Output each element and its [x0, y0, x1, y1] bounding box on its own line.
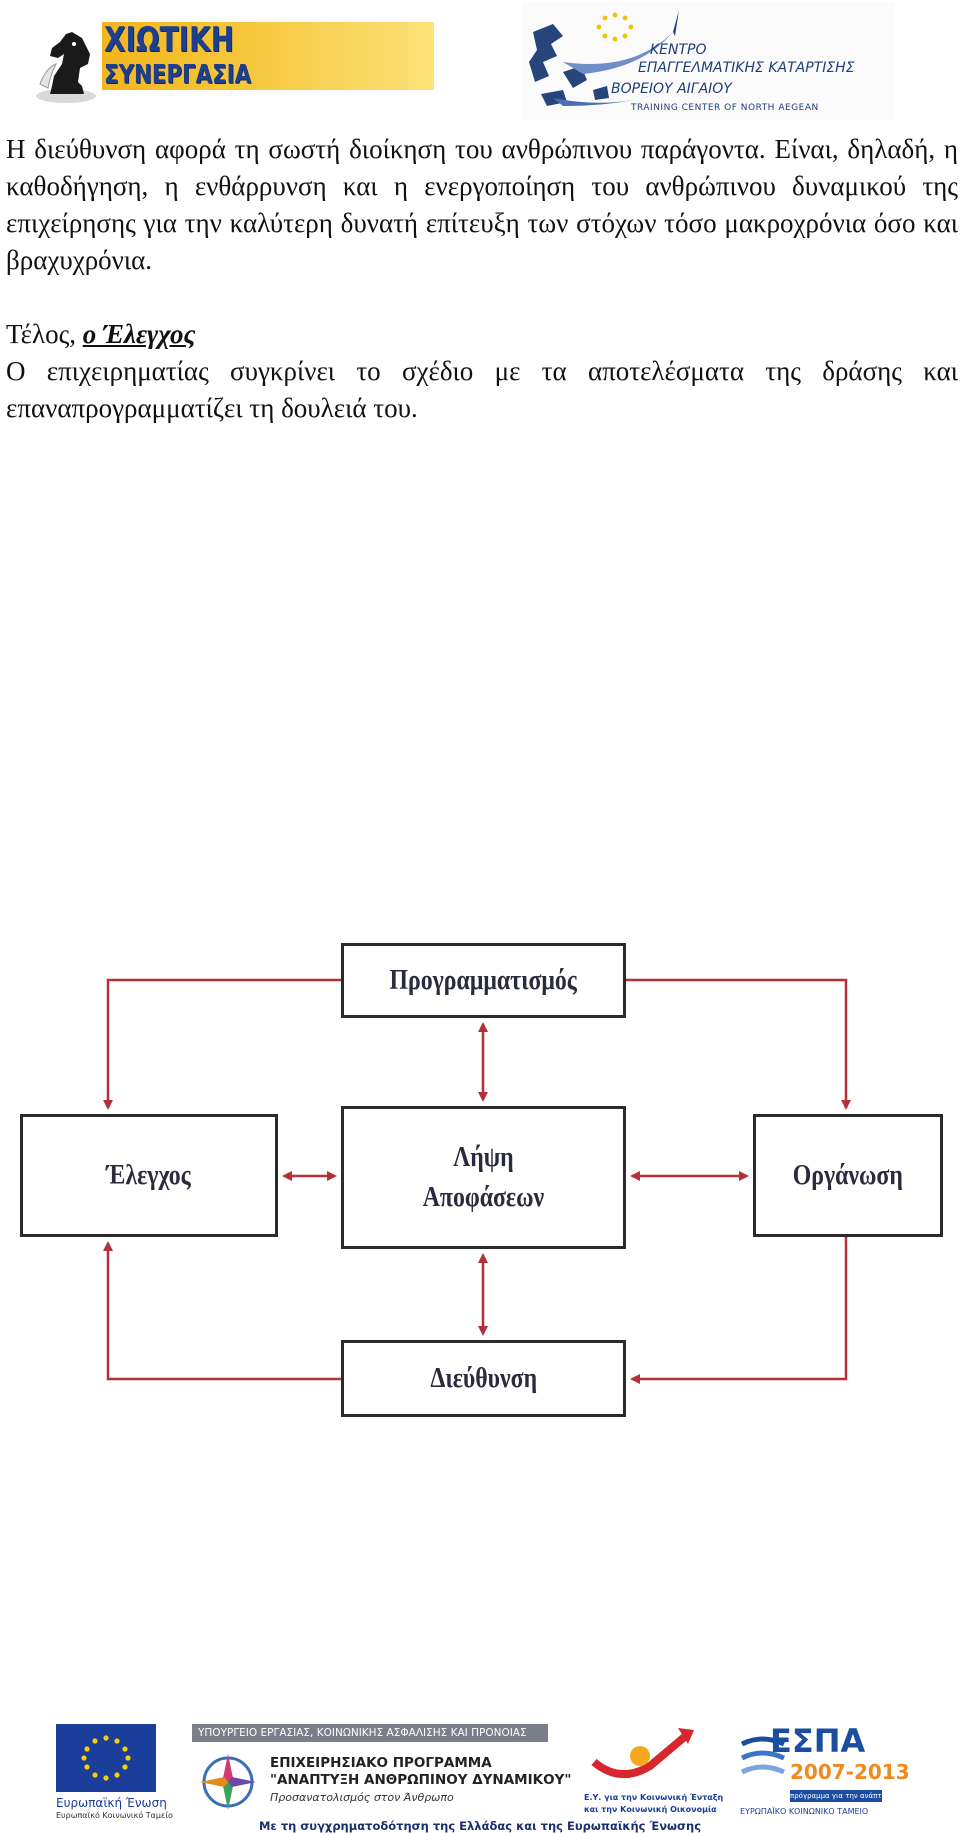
control-heading-subject: ο Έλεγχος	[82, 319, 196, 349]
direction-box: Διεύθυνση	[341, 1340, 626, 1417]
center-line-4: TRAINING CENTER OF NORTH AEGEAN	[631, 103, 819, 113]
op-line-3: Προσανατολισμός στον Άνθρωπο	[270, 1791, 454, 1804]
espa-title: ΕΣΠΑ	[770, 1722, 866, 1760]
footer-funding-logos: Ευρωπαϊκή Ένωση Ευρωπαϊκό Κοινωνικό Ταμε…	[0, 1710, 960, 1833]
espa-years: 2007-2013	[790, 1760, 910, 1784]
chiotiki-synergasia-logo: ΧΙΩΤΙΚΗ ΣΥΝΕΡΓΑΣΙΑ	[32, 14, 437, 103]
social-inclusion-logo-icon	[591, 1728, 694, 1779]
control-box: Έλεγχος	[20, 1114, 278, 1237]
op-line-1: ΕΠΙΧΕΙΡΗΣΙΑΚΟ ΠΡΟΓΡΑΜΜΑ	[270, 1755, 492, 1771]
center-line-3: ΒΟΡΕΙΟΥ ΑΙΓΑΙΟΥ	[611, 81, 732, 97]
arrow-direction-to-control	[103, 1241, 341, 1381]
planning-box: Προγραμματισμός	[341, 943, 626, 1018]
cofunding-statement: Με τη συγχρηματοδότηση της Ελλάδας και τ…	[258, 1819, 702, 1833]
eu-label: Ευρωπαϊκή Ένωση	[56, 1796, 167, 1810]
eu-flag-icon	[56, 1724, 156, 1792]
logo-yellow-bar	[102, 22, 434, 90]
control-heading: Τέλος, ο Έλεγχος	[6, 316, 958, 353]
decision-making-box: Λήψη Αποφάσεων	[341, 1106, 626, 1249]
logo-line-1: ΧΙΩΤΙΚΗ	[104, 20, 234, 60]
diagram-arrows	[103, 978, 851, 1384]
eu-fund-label: Ευρωπαϊκό Κοινωνικό Ταμείο	[56, 1811, 173, 1820]
arrow-planning-to-control	[103, 978, 341, 1110]
ey-line-1: Ε.Υ. για την Κοινωνική Ένταξη	[584, 1793, 724, 1802]
decision-label-line2: Αποφάσεων	[422, 1181, 545, 1213]
op-line-2: "ΑΝΑΠΤΥΞΗ ΑΝΘΡΩΠΙΝΟΥ ΔΥΝΑΜΙΚΟΥ"	[270, 1772, 572, 1788]
organization-box: Οργάνωση	[753, 1114, 943, 1237]
control-paragraph: Ο επιχειρηματίας συγκρίνει το σχέδιο με …	[6, 356, 958, 423]
compass-logo-icon	[200, 1754, 256, 1810]
espa-waves-icon	[740, 1736, 786, 1775]
training-center-logo: ΚΕΝΤΡΟ ΕΠΑΓΓΕΛΜΑΤΙΚΗΣ ΚΑΤΑΡΤΙΣΗΣ ΒΟΡΕΙΟΥ…	[523, 2, 895, 120]
ey-line-2: και την Κοινωνική Οικονομία	[584, 1805, 717, 1814]
control-heading-lead: Τέλος,	[6, 319, 77, 349]
arrow-planning-to-organization	[626, 978, 851, 1110]
aegean-map-icon	[529, 10, 679, 106]
control-label: Έλεγχος	[106, 1159, 192, 1191]
logo-line-2: ΣΥΝΕΡΓΑΣΙΑ	[104, 60, 252, 90]
chess-knight-icon	[36, 32, 96, 103]
ministry-bar: ΥΠΟΥΡΓΕΙΟ ΕΡΓΑΣΙΑΣ, ΚΟΙΝΩΝΙΚΗΣ ΑΣΦΑΛΙΣΗΣ…	[192, 1724, 548, 1742]
direction-paragraph: Η διεύθυνση αφορά τη σωστή διοίκηση του …	[6, 134, 958, 275]
decision-label-line1: Λήψη	[453, 1141, 514, 1173]
organization-label: Οργάνωση	[792, 1159, 904, 1191]
management-functions-diagram: Προγραμματισμός Έλεγχος Λήψη Αποφάσεων Ο…	[0, 930, 960, 1430]
center-line-2: ΕΠΑΓΓΕΛΜΑΤΙΚΗΣ ΚΑΤΑΡΤΙΣΗΣ	[638, 60, 855, 76]
direction-label: Διεύθυνση	[430, 1362, 537, 1394]
arrow-organization-to-direction	[630, 1237, 848, 1384]
center-line-1: ΚΕΝΤΡΟ	[650, 42, 707, 58]
planning-label: Προγραμματισμός	[389, 964, 578, 996]
espa-slogan: πρόγραμμα για την ανάπτυξη	[790, 1790, 894, 1802]
espa-fund-label: ΕΥΡΩΠΑΪΚΟ ΚΟΙΝΩΝΙΚΟ ΤΑΜΕΙΟ	[740, 1807, 869, 1816]
